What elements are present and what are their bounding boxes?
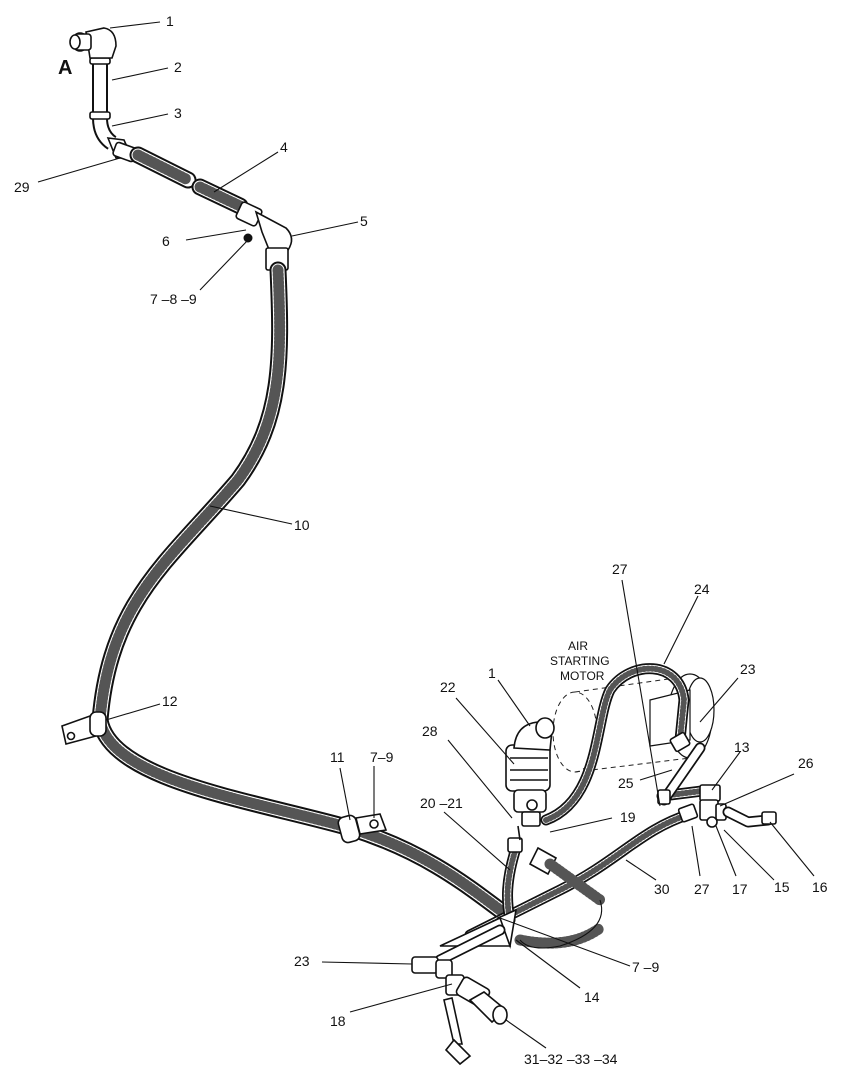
callout-4: 4 (280, 139, 288, 155)
spring-31-34 (468, 991, 508, 1025)
hose-4 (129, 146, 249, 215)
clip-bolt-6 (243, 233, 253, 243)
callout-10: 10 (294, 517, 310, 533)
callout-18: 18 (330, 1013, 346, 1029)
callout-11: 11 (330, 749, 345, 765)
fitting-16 (761, 811, 777, 825)
clamp-12 (61, 711, 107, 745)
solenoid-19 (528, 846, 606, 906)
leader-lines (37, 21, 815, 1049)
callout-29: 29 (14, 179, 30, 195)
callout-17: 17 (732, 881, 748, 897)
callout-16: 16 (812, 879, 828, 895)
callout-13: 13 (734, 739, 750, 755)
callout-25: 25 (618, 775, 634, 791)
callout-6: 6 (162, 233, 170, 249)
callout-27-bottom: 27 (694, 881, 710, 897)
callout-31-32-33-34: 31–32 –33 –34 (524, 1051, 618, 1067)
lower-fitting-23 (411, 924, 506, 996)
callout-7-8-9: 7 –8 –9 (150, 291, 197, 307)
callout-15: 15 (774, 879, 790, 895)
callout-26: 26 (798, 755, 814, 771)
clamp-11 (337, 813, 388, 844)
inlet-elbow-pipe (89, 45, 117, 150)
callout-14: 14 (584, 989, 600, 1005)
callout-27-top: 27 (612, 561, 628, 577)
callout-30: 30 (654, 881, 670, 897)
callout-28: 28 (422, 723, 438, 739)
elbow-fitting-1 (69, 27, 117, 59)
hose-10 (91, 261, 509, 919)
pipe-collar (89, 57, 111, 65)
motor-label-line1: AIR (568, 639, 588, 653)
fitting-23-top (657, 731, 691, 805)
callout-5: 5 (360, 213, 368, 229)
elbow-fitting-5 (235, 201, 293, 271)
callout-22: 22 (440, 679, 456, 695)
callout-20-21: 20 –21 (420, 795, 463, 811)
callout-12: 12 (162, 693, 178, 709)
callout-2: 2 (174, 59, 182, 75)
motor-label-line2: STARTING (550, 654, 610, 668)
callout-7-9-a: 7–9 (370, 749, 394, 765)
callout-19: 19 (620, 809, 636, 825)
callout-1-mid: 1 (488, 665, 496, 681)
callout-1-top: 1 (166, 13, 174, 29)
view-letter: A (58, 57, 72, 79)
relay-valve-22 (505, 717, 555, 827)
tee-fitting-13 (699, 784, 777, 828)
callout-3: 3 (174, 105, 182, 121)
pipe-collar-lower (89, 111, 111, 120)
callout-24: 24 (694, 581, 710, 597)
callout-23-bottom: 23 (294, 953, 310, 969)
callout-23-top: 23 (740, 661, 756, 677)
motor-label-line3: MOTOR (560, 669, 605, 683)
callout-7-9-b: 7 –9 (632, 959, 659, 975)
